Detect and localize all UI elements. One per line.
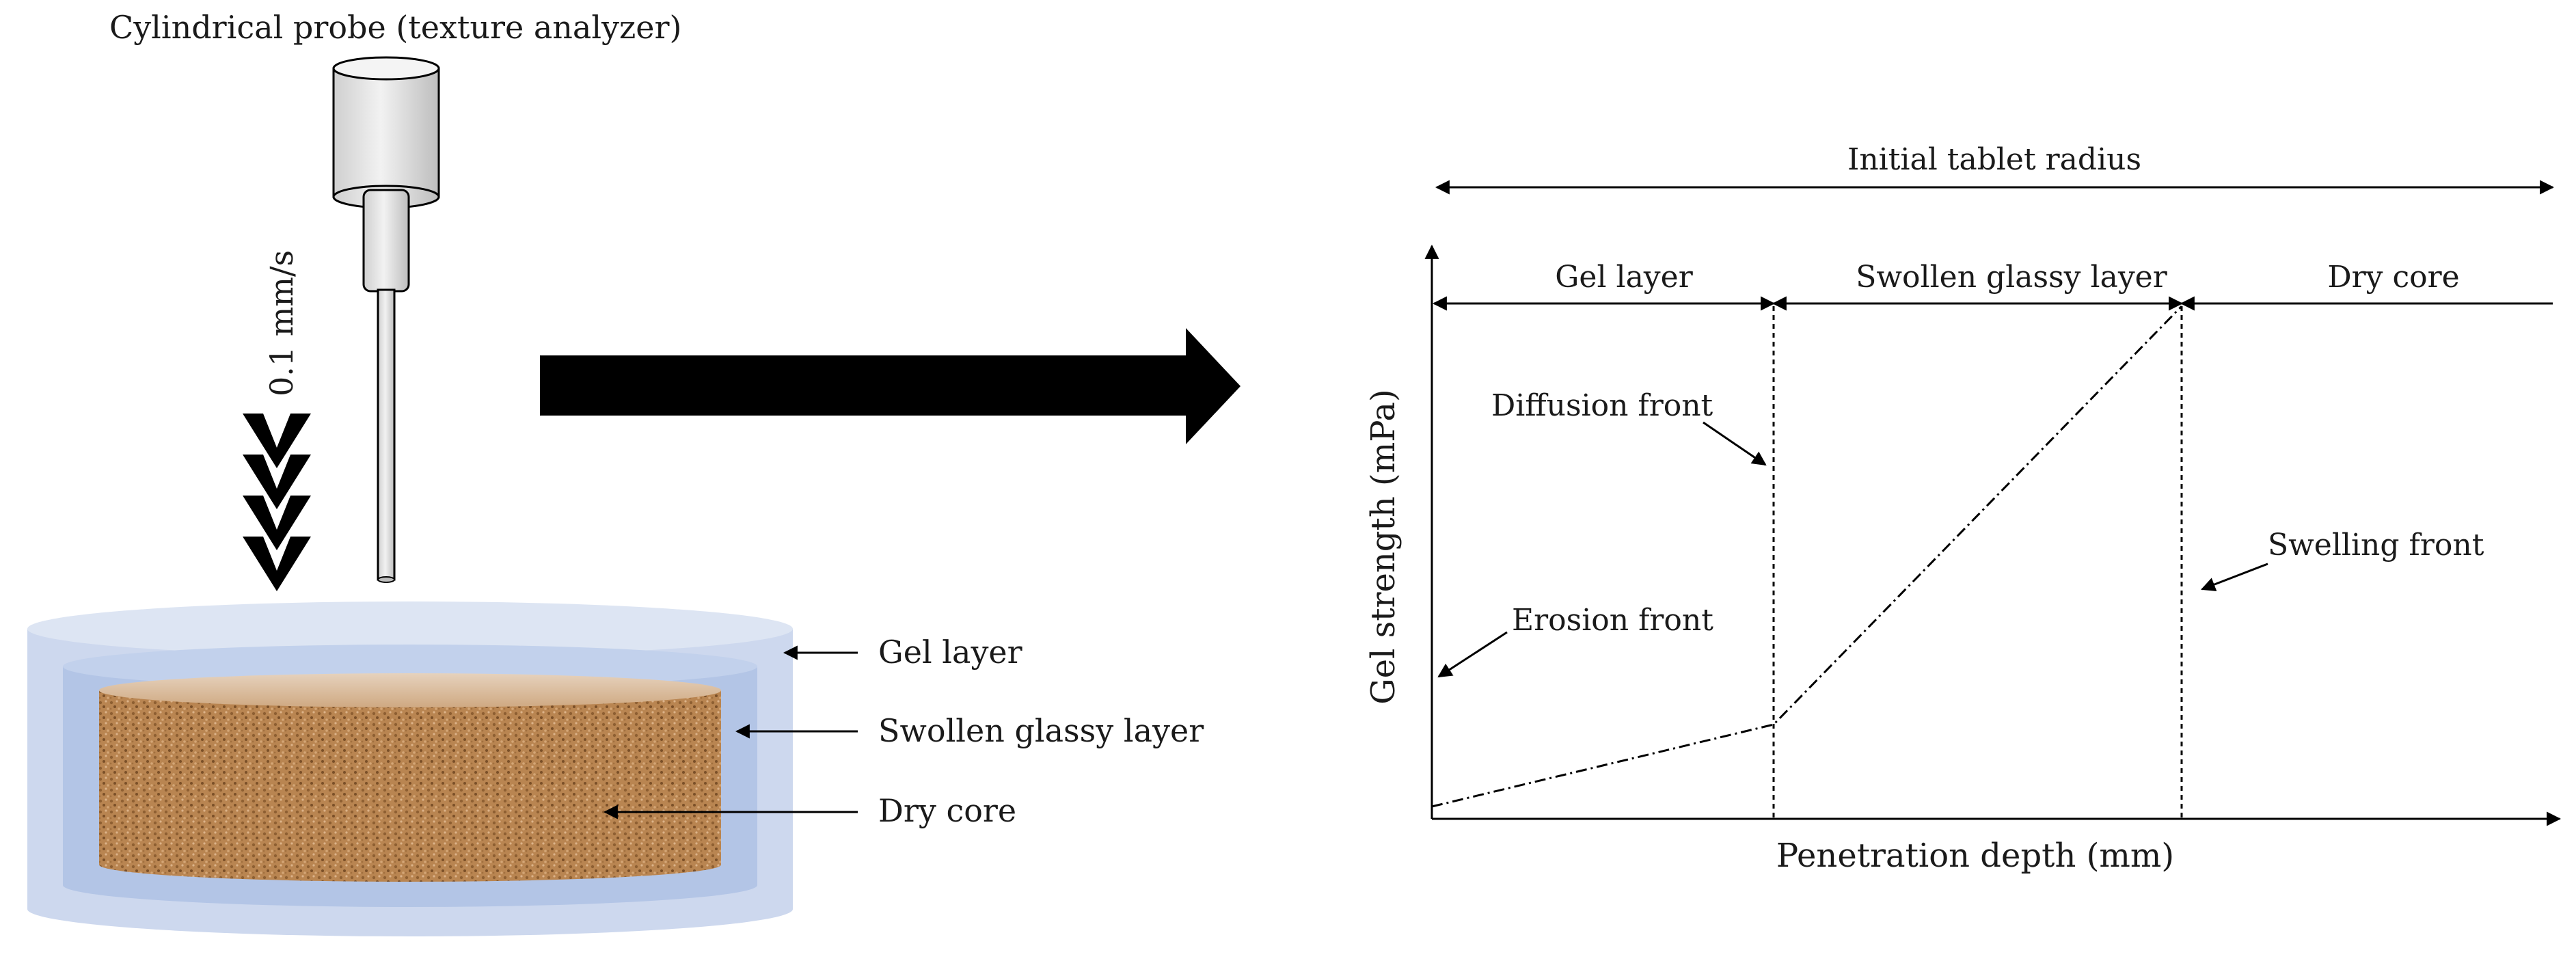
region-label-swollen-glassy-layer: Swollen glassy layer <box>1856 260 2167 295</box>
gel-strength-profile-line <box>1431 305 2183 808</box>
region-label-dry-core: Dry core <box>2327 260 2459 295</box>
y-axis-title: Gel strength (mPa) <box>1364 389 1402 704</box>
cylindrical-probe <box>332 56 440 583</box>
erosion-front-label: Erosion front <box>1512 603 1713 638</box>
x-axis-title: Penetration depth (mm) <box>1776 837 2174 875</box>
tablet-label-gel-layer: Gel layer <box>878 634 1022 671</box>
probe-label: Cylindrical probe (texture analyzer) <box>109 9 681 46</box>
big-right-arrow-icon <box>540 328 1240 444</box>
speed-label: 0.1 mm/s <box>263 250 300 396</box>
downward-chevrons-icon <box>243 414 311 591</box>
tablet-label-swollen-glassy-layer: Swollen glassy layer <box>878 712 1204 749</box>
tablet-label-dry-core: Dry core <box>878 792 1016 829</box>
swelling-front-label: Swelling front <box>2268 528 2484 563</box>
initial-radius-label: Initial tablet radius <box>1847 142 2141 177</box>
region-label-gel-layer: Gel layer <box>1555 260 1693 295</box>
swollen-tablet <box>27 601 793 936</box>
diffusion-front-label: Diffusion front <box>1491 388 1713 423</box>
